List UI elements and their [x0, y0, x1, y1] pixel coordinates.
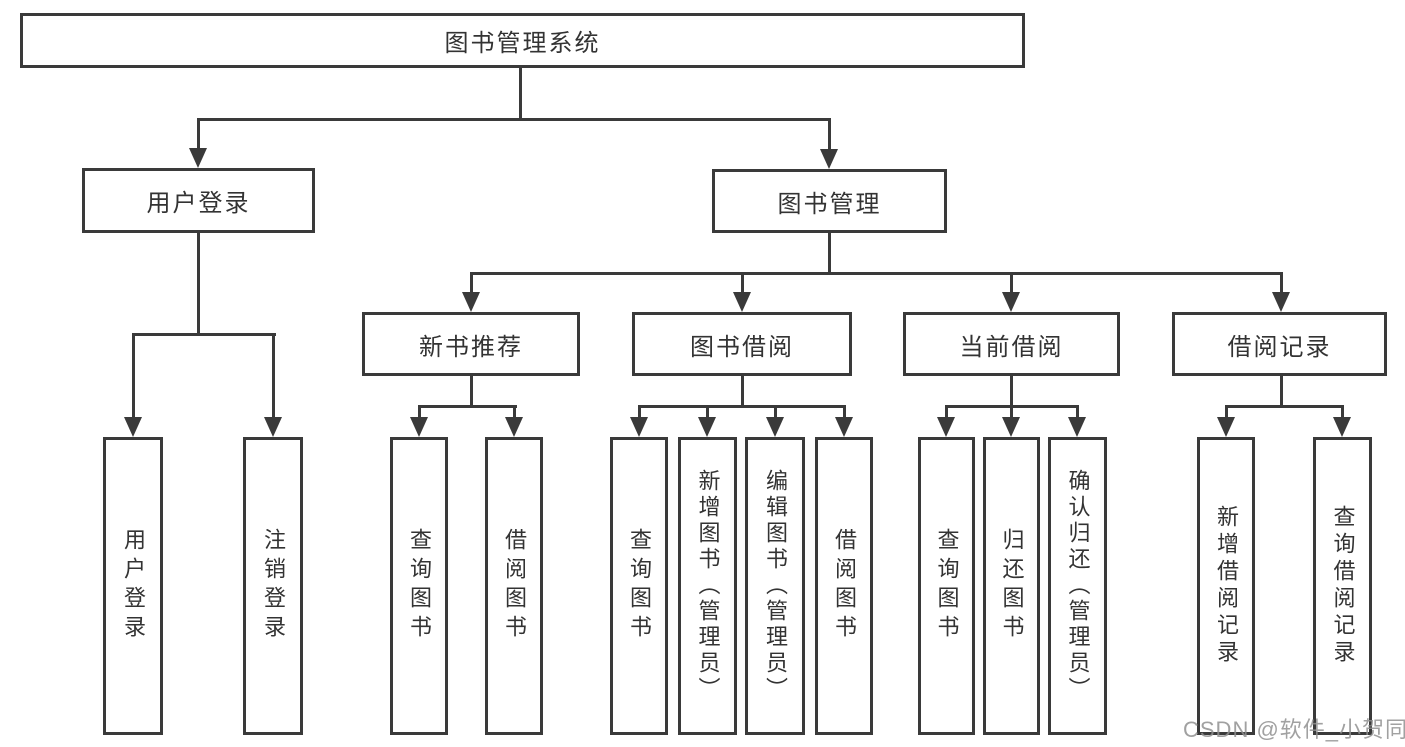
connector-drop-book-mgmt	[828, 118, 831, 151]
leaf-label: 查询借阅记录	[1330, 505, 1356, 667]
connector-drop-leaf	[638, 405, 641, 421]
leaf-add-book-admin: 新增图书（管理员）	[678, 437, 737, 735]
connector-borrow-rail	[638, 405, 846, 408]
arrow-leaf	[835, 417, 853, 437]
leaf-user-login: 用户登录	[103, 437, 163, 735]
csdn-watermark: CSDN @软件_小贺同学	[1183, 717, 1405, 742]
node-current-borrow-label: 当前借阅	[959, 333, 1064, 361]
node-root-label: 图书管理系统	[444, 30, 601, 57]
connector-drop-leaf	[945, 405, 948, 421]
node-borrow-records-label: 借阅记录	[1227, 333, 1332, 361]
arrow-leaf	[1068, 417, 1086, 437]
node-root: 图书管理系统	[20, 13, 1025, 68]
arrow-leaf	[1002, 417, 1020, 437]
leaf-label: 新增图书（管理员）	[695, 469, 721, 703]
leaf-label: 借阅图书	[502, 528, 527, 644]
connector-bookmgmt-stem	[828, 233, 831, 275]
arrow-leaf	[505, 417, 523, 437]
arrow-book-mgmt	[820, 149, 838, 169]
leaf-label: 查询图书	[407, 528, 432, 644]
node-book-borrow-label: 图书借阅	[690, 333, 794, 361]
leaf-label: 归还图书	[999, 528, 1025, 644]
connector-current-stem	[1010, 376, 1013, 408]
node-book-management-label: 图书管理	[777, 190, 882, 218]
arrow-leaf	[937, 417, 955, 437]
leaf-label: 查询图书	[934, 528, 960, 644]
leaf-label: 编辑图书（管理员）	[763, 469, 788, 703]
connector-newbook-stem	[470, 376, 473, 408]
arrow-leaf	[410, 417, 428, 437]
connector-drop-records	[1280, 272, 1283, 294]
connector-bookmgmt-rail	[470, 272, 1283, 275]
leaf-borrow-book-recommend: 借阅图书	[485, 437, 543, 735]
leaf-logout: 注销登录	[243, 437, 303, 735]
node-book-borrow: 图书借阅	[632, 312, 852, 376]
connector-drop-login	[132, 333, 135, 419]
arrow-logout	[264, 417, 282, 437]
leaf-label: 用户登录	[121, 528, 146, 644]
connector-drop-leaf	[513, 405, 516, 421]
leaf-label: 确认归还（管理员）	[1065, 469, 1091, 703]
arrow-borrow	[733, 292, 751, 312]
arrow-leaf	[630, 417, 648, 437]
arrow-current	[1002, 292, 1020, 312]
connector-borrow-stem	[741, 376, 744, 408]
connector-drop-leaf	[1341, 405, 1344, 421]
leaf-add-borrow-record: 新增借阅记录	[1197, 437, 1255, 735]
connector-drop-borrow	[741, 272, 744, 294]
connector-drop-leaf	[843, 405, 846, 421]
arrow-leaf	[1217, 417, 1235, 437]
connector-drop-logout	[272, 333, 275, 419]
arrow-records	[1272, 292, 1290, 312]
leaf-label: 查询图书	[627, 528, 652, 644]
node-user-login: 用户登录	[82, 168, 315, 233]
connector-drop-leaf	[418, 405, 421, 421]
connector-drop-newbook	[470, 272, 473, 294]
arrow-newbook	[462, 292, 480, 312]
arrow-leaf	[1333, 417, 1351, 437]
connector-userlogin-rail	[132, 333, 276, 336]
connector-drop-leaf	[1076, 405, 1079, 421]
connector-root-rail	[197, 118, 831, 121]
arrow-login	[124, 417, 142, 437]
connector-drop-current	[1010, 272, 1013, 294]
connector-drop-leaf	[774, 405, 777, 421]
connector-userlogin-stem	[197, 233, 200, 336]
leaf-label: 借阅图书	[832, 528, 857, 644]
node-current-borrow: 当前借阅	[903, 312, 1120, 376]
leaf-query-borrow-record: 查询借阅记录	[1313, 437, 1372, 735]
leaf-query-book-current: 查询图书	[918, 437, 975, 735]
leaf-label: 注销登录	[261, 528, 286, 644]
leaf-label: 新增借阅记录	[1214, 505, 1239, 667]
connector-records-stem	[1280, 376, 1283, 408]
connector-records-rail	[1225, 405, 1344, 408]
leaf-query-book-borrow: 查询图书	[610, 437, 668, 735]
leaf-edit-book-admin: 编辑图书（管理员）	[745, 437, 805, 735]
connector-drop-leaf	[1010, 405, 1013, 421]
node-borrow-records: 借阅记录	[1172, 312, 1387, 376]
node-user-login-label: 用户登录	[146, 190, 251, 217]
connector-root-stem	[519, 68, 522, 120]
connector-drop-leaf	[1225, 405, 1228, 421]
connector-newbook-rail	[418, 405, 517, 408]
leaf-return-book: 归还图书	[983, 437, 1040, 735]
node-book-management: 图书管理	[712, 169, 947, 233]
arrow-user-login	[189, 148, 207, 168]
connector-drop-leaf	[706, 405, 709, 421]
arrow-leaf	[698, 417, 716, 437]
leaf-confirm-return-admin: 确认归还（管理员）	[1048, 437, 1107, 735]
arrow-leaf	[766, 417, 784, 437]
leaf-query-book-recommend: 查询图书	[390, 437, 448, 735]
node-new-book-recommend-label: 新书推荐	[419, 333, 523, 361]
leaf-borrow-book: 借阅图书	[815, 437, 873, 735]
node-new-book-recommend: 新书推荐	[362, 312, 580, 376]
connector-drop-user-login	[197, 118, 200, 150]
